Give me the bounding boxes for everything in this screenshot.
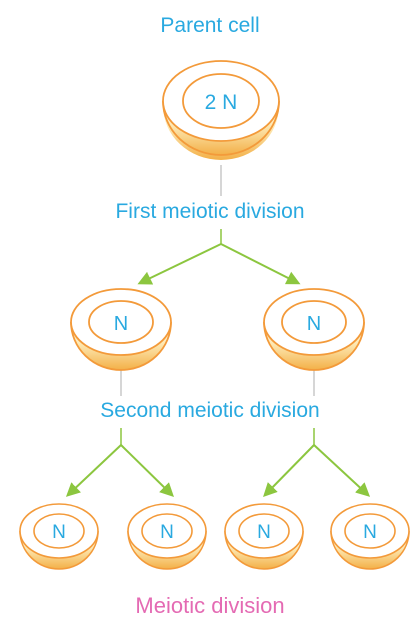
granddaughter-nucleus-4	[344, 513, 396, 549]
granddaughter-cell-1-label: N	[52, 522, 66, 543]
parent-cell: 2 N	[162, 60, 280, 160]
second-division-label: Second meiotic division	[100, 399, 320, 422]
daughter-cell-left-label: N	[114, 313, 128, 335]
granddaughter-cell-3: N	[224, 503, 304, 570]
arrow-second-left-a	[65, 444, 122, 497]
arrow-first-right	[220, 243, 301, 285]
daughter-cell-left: N	[70, 288, 172, 371]
granddaughter-nucleus-2	[141, 513, 193, 549]
first-division-label: First meiotic division	[115, 200, 305, 223]
granddaughter-nucleus-1	[33, 513, 85, 549]
arrow-second-left-b	[120, 444, 174, 497]
connector-lines	[120, 165, 315, 445]
parent-nucleus	[182, 73, 260, 129]
granddaughter-cell-1: N	[19, 503, 99, 570]
granddaughter-cell-3-label: N	[257, 522, 271, 543]
daughter-nucleus-right	[281, 300, 347, 344]
granddaughter-cell-2-label: N	[160, 522, 174, 543]
diagram-caption: Meiotic division	[135, 593, 285, 618]
daughter-cell-right-label: N	[307, 313, 321, 335]
daughter-cell-right: N	[263, 288, 365, 371]
granddaughter-cell-4: N	[330, 503, 410, 570]
granddaughter-nucleus-3	[238, 513, 290, 549]
arrow-second-right-b	[313, 444, 371, 497]
granddaughter-cell-2: N	[127, 503, 207, 570]
arrow-first-left	[137, 243, 222, 285]
arrow-second-right-a	[263, 444, 315, 497]
parent-cell-label: 2 N	[205, 91, 238, 114]
division-arrows	[65, 243, 371, 497]
daughter-nucleus-left	[88, 300, 154, 344]
parent-cell-title: Parent cell	[160, 14, 260, 37]
granddaughter-cell-4-label: N	[363, 522, 377, 543]
